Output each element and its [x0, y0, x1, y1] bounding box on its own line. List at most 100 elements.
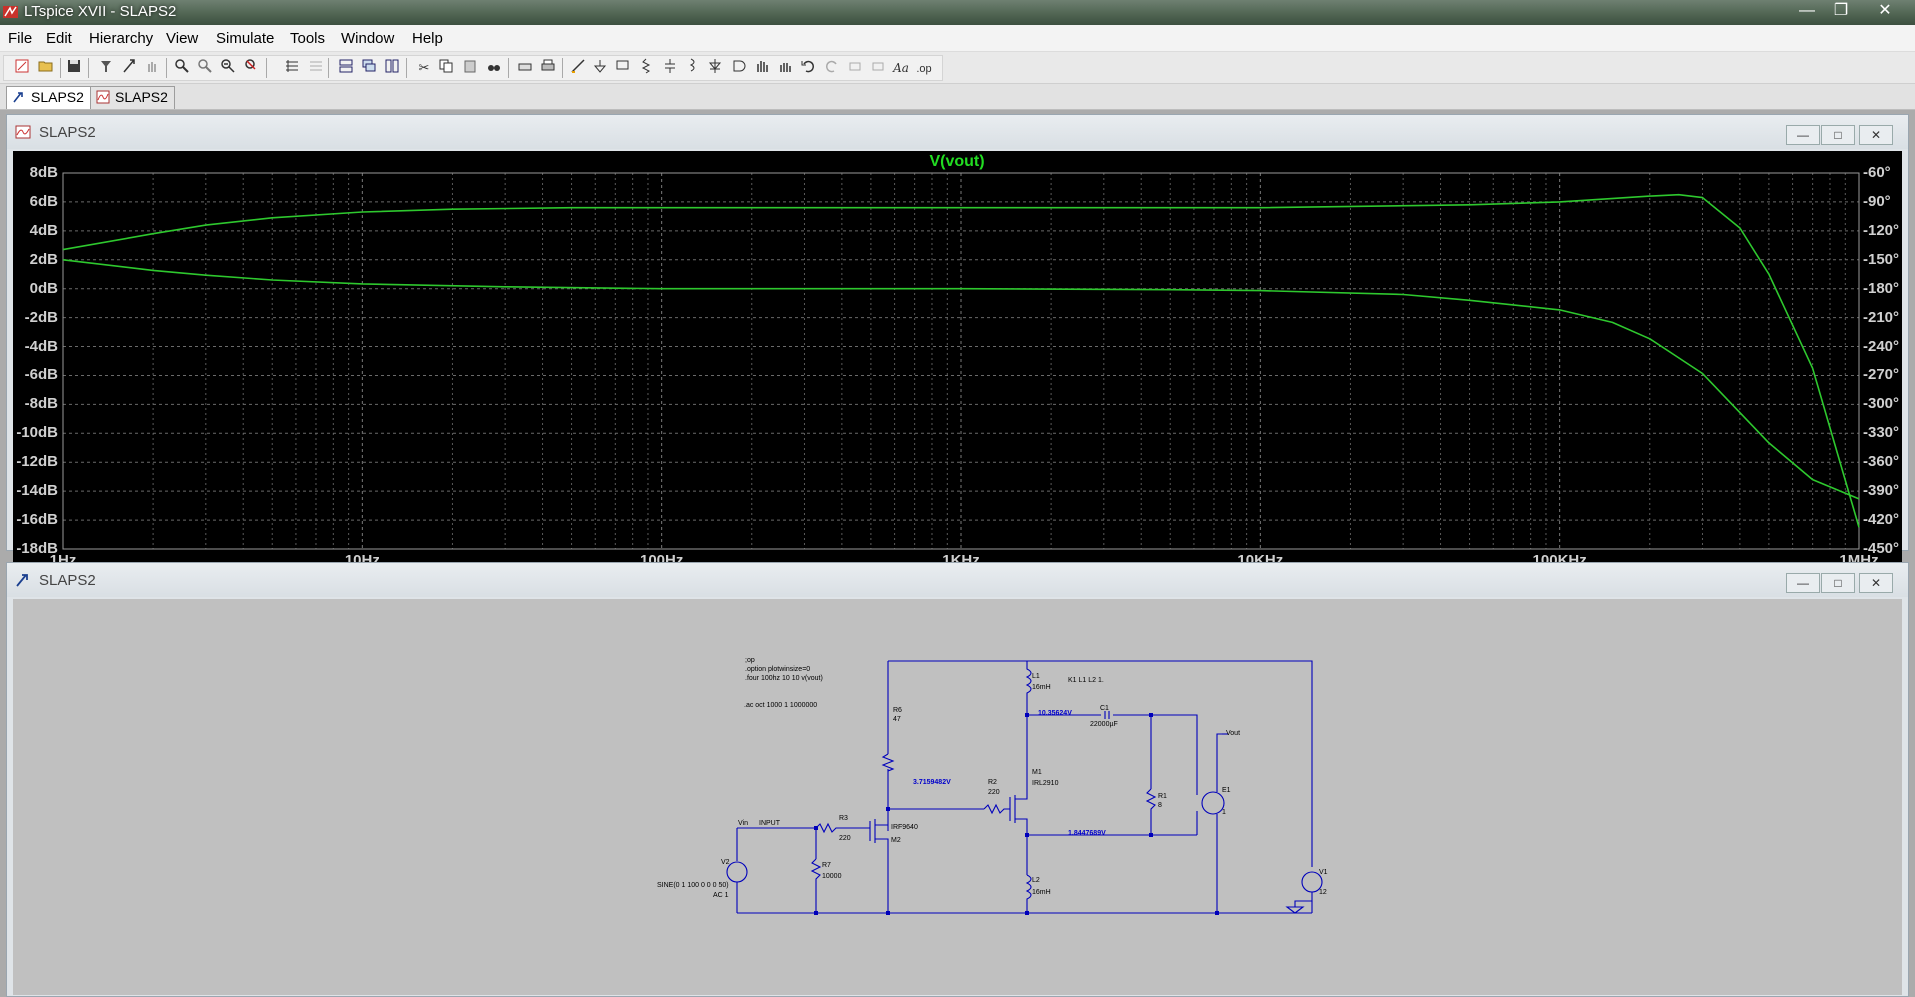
diode-icon[interactable]	[705, 58, 725, 78]
undo-icon[interactable]	[798, 58, 818, 78]
y-tick-label-left[interactable]: -18dB	[16, 540, 58, 557]
open-folder-icon[interactable]	[36, 58, 56, 78]
r1-label[interactable]: R1	[1158, 793, 1167, 800]
l1-label[interactable]: L1	[1032, 673, 1040, 680]
paste-icon[interactable]	[460, 58, 480, 78]
print-setup-icon[interactable]	[515, 58, 535, 78]
y-tick-label-left[interactable]: -10dB	[16, 424, 58, 442]
zoom-in-icon[interactable]	[172, 58, 192, 78]
y-tick-label-left[interactable]: -12dB	[16, 453, 58, 471]
autorange-icon[interactable]	[282, 58, 302, 78]
directive-op[interactable]: ;op	[745, 657, 755, 664]
y-tick-label-left[interactable]: -2dB	[24, 308, 58, 326]
menu-tools[interactable]: Tools	[290, 30, 326, 47]
l2-label[interactable]: L2	[1032, 877, 1040, 884]
resistor-icon[interactable]	[636, 58, 656, 78]
y-tick-label-right[interactable]: -390°	[1863, 482, 1900, 500]
tile-vertical-icon[interactable]	[382, 58, 402, 78]
move-hand-icon[interactable]	[752, 58, 772, 78]
new-schematic-icon[interactable]	[12, 58, 32, 78]
y-tick-label-left[interactable]: -4dB	[24, 337, 58, 355]
y-tick-label-left[interactable]: -14dB	[16, 482, 58, 500]
drag-hand-icon[interactable]	[775, 58, 795, 78]
directive-ac[interactable]: .ac oct 1000 1 1000000	[744, 702, 818, 709]
halt-hand-icon[interactable]	[142, 58, 162, 78]
directive-four[interactable]: .four 100hz 10 10 v(vout)	[745, 675, 823, 682]
y-tick-label-right[interactable]: -150°	[1863, 250, 1900, 268]
y-tick-label-left[interactable]: -8dB	[24, 395, 58, 413]
r6-value[interactable]: 47	[893, 716, 901, 723]
e1-label[interactable]: E1	[1222, 787, 1231, 794]
y-tick-label-left[interactable]: 8dB	[29, 164, 58, 181]
mirror-icon[interactable]	[868, 58, 888, 78]
schematic-close-button[interactable]: ✕	[1859, 573, 1893, 593]
v1-label[interactable]: V1	[1319, 869, 1328, 876]
copy-icon[interactable]	[436, 58, 456, 78]
minimize-button[interactable]: —	[1799, 2, 1815, 19]
print-icon[interactable]	[538, 58, 558, 78]
e1-value[interactable]: 1	[1222, 809, 1226, 816]
close-button[interactable]: ✕	[1878, 2, 1892, 19]
y-tick-label-left[interactable]: -16dB	[16, 511, 58, 529]
net-label-vin[interactable]: Vin	[738, 820, 748, 827]
redo-icon[interactable]	[822, 58, 842, 78]
m2-value[interactable]: IRF9640	[891, 824, 918, 831]
rotate-icon[interactable]	[845, 58, 865, 78]
r6-label[interactable]: R6	[893, 707, 902, 714]
net-label-vout[interactable]: Vout	[1226, 730, 1241, 737]
menu-window[interactable]: Window	[341, 30, 395, 47]
menu-file[interactable]: File	[8, 30, 33, 47]
schematic-maximize-button[interactable]: □	[1821, 573, 1855, 593]
zoom-full-icon[interactable]	[242, 58, 262, 78]
cut-icon[interactable]: ✂	[418, 60, 430, 75]
c1-value[interactable]: 22000µF	[1090, 721, 1118, 728]
run-icon[interactable]	[120, 58, 140, 78]
plot-close-button[interactable]: ✕	[1859, 125, 1893, 145]
m1-value[interactable]: IRL2910	[1032, 780, 1059, 787]
y-tick-label-right[interactable]: -330°	[1863, 424, 1900, 442]
y-tick-label-right[interactable]: -240°	[1863, 337, 1900, 355]
y-tick-label-right[interactable]: -300°	[1863, 395, 1900, 413]
y-tick-label-right[interactable]: -360°	[1863, 453, 1900, 471]
menu-simulate[interactable]: Simulate	[216, 30, 275, 47]
trace-label[interactable]: V(vout)	[929, 153, 985, 170]
m2-label[interactable]: M2	[891, 837, 901, 844]
r3-value[interactable]: 220	[839, 835, 851, 842]
ground-icon[interactable]	[590, 58, 610, 78]
plot-maximize-button[interactable]: □	[1821, 125, 1855, 145]
tile-horizontal-icon[interactable]	[336, 58, 356, 78]
v2-value[interactable]: SINE(0 1 100 0 0 0 50)	[657, 882, 729, 889]
r2-value[interactable]: 220	[988, 789, 1000, 796]
directive-option[interactable]: .option plotwinsize=0	[745, 666, 811, 673]
v1-value[interactable]: 12	[1319, 889, 1327, 896]
pan-icon[interactable]	[195, 58, 215, 78]
y-tick-label-right[interactable]: -450°	[1863, 540, 1900, 557]
y-tick-label-left[interactable]: 0dB	[29, 279, 58, 297]
schematic-minimize-button[interactable]: —	[1786, 573, 1820, 593]
y-tick-label-right[interactable]: -120°	[1863, 221, 1900, 239]
y-tick-label-right[interactable]: -180°	[1863, 279, 1900, 297]
l2-value[interactable]: 16mH	[1032, 889, 1051, 896]
y-tick-label-left[interactable]: 6dB	[29, 192, 58, 210]
label-net-icon[interactable]	[613, 58, 633, 78]
directive-coupling[interactable]: K1 L1 L2 1.	[1068, 677, 1104, 684]
menu-edit[interactable]: Edit	[46, 30, 72, 47]
y-tick-label-right[interactable]: -90°	[1863, 192, 1891, 210]
v2-ac[interactable]: AC 1	[713, 892, 729, 899]
c1-label[interactable]: C1	[1100, 705, 1109, 712]
text-icon[interactable]: Aa	[893, 61, 909, 75]
y-tick-label-right[interactable]: -420°	[1863, 511, 1900, 529]
control-panel-icon[interactable]	[96, 58, 116, 78]
cascade-icon[interactable]	[359, 58, 379, 78]
menu-view[interactable]: View	[166, 30, 199, 47]
component-icon[interactable]	[729, 58, 749, 78]
wire-icon[interactable]	[568, 58, 588, 78]
net-label-input[interactable]: INPUT	[759, 820, 780, 827]
tab-schematic[interactable]: SLAPS2	[6, 86, 91, 109]
menu-hierarchy[interactable]: Hierarchy	[89, 30, 154, 47]
y-tick-label-right[interactable]: -60°	[1863, 164, 1891, 181]
y-tick-label-right[interactable]: -210°	[1863, 308, 1900, 326]
r7-label[interactable]: R7	[822, 862, 831, 869]
m1-label[interactable]: M1	[1032, 769, 1042, 776]
l1-value[interactable]: 16mH	[1032, 684, 1051, 691]
